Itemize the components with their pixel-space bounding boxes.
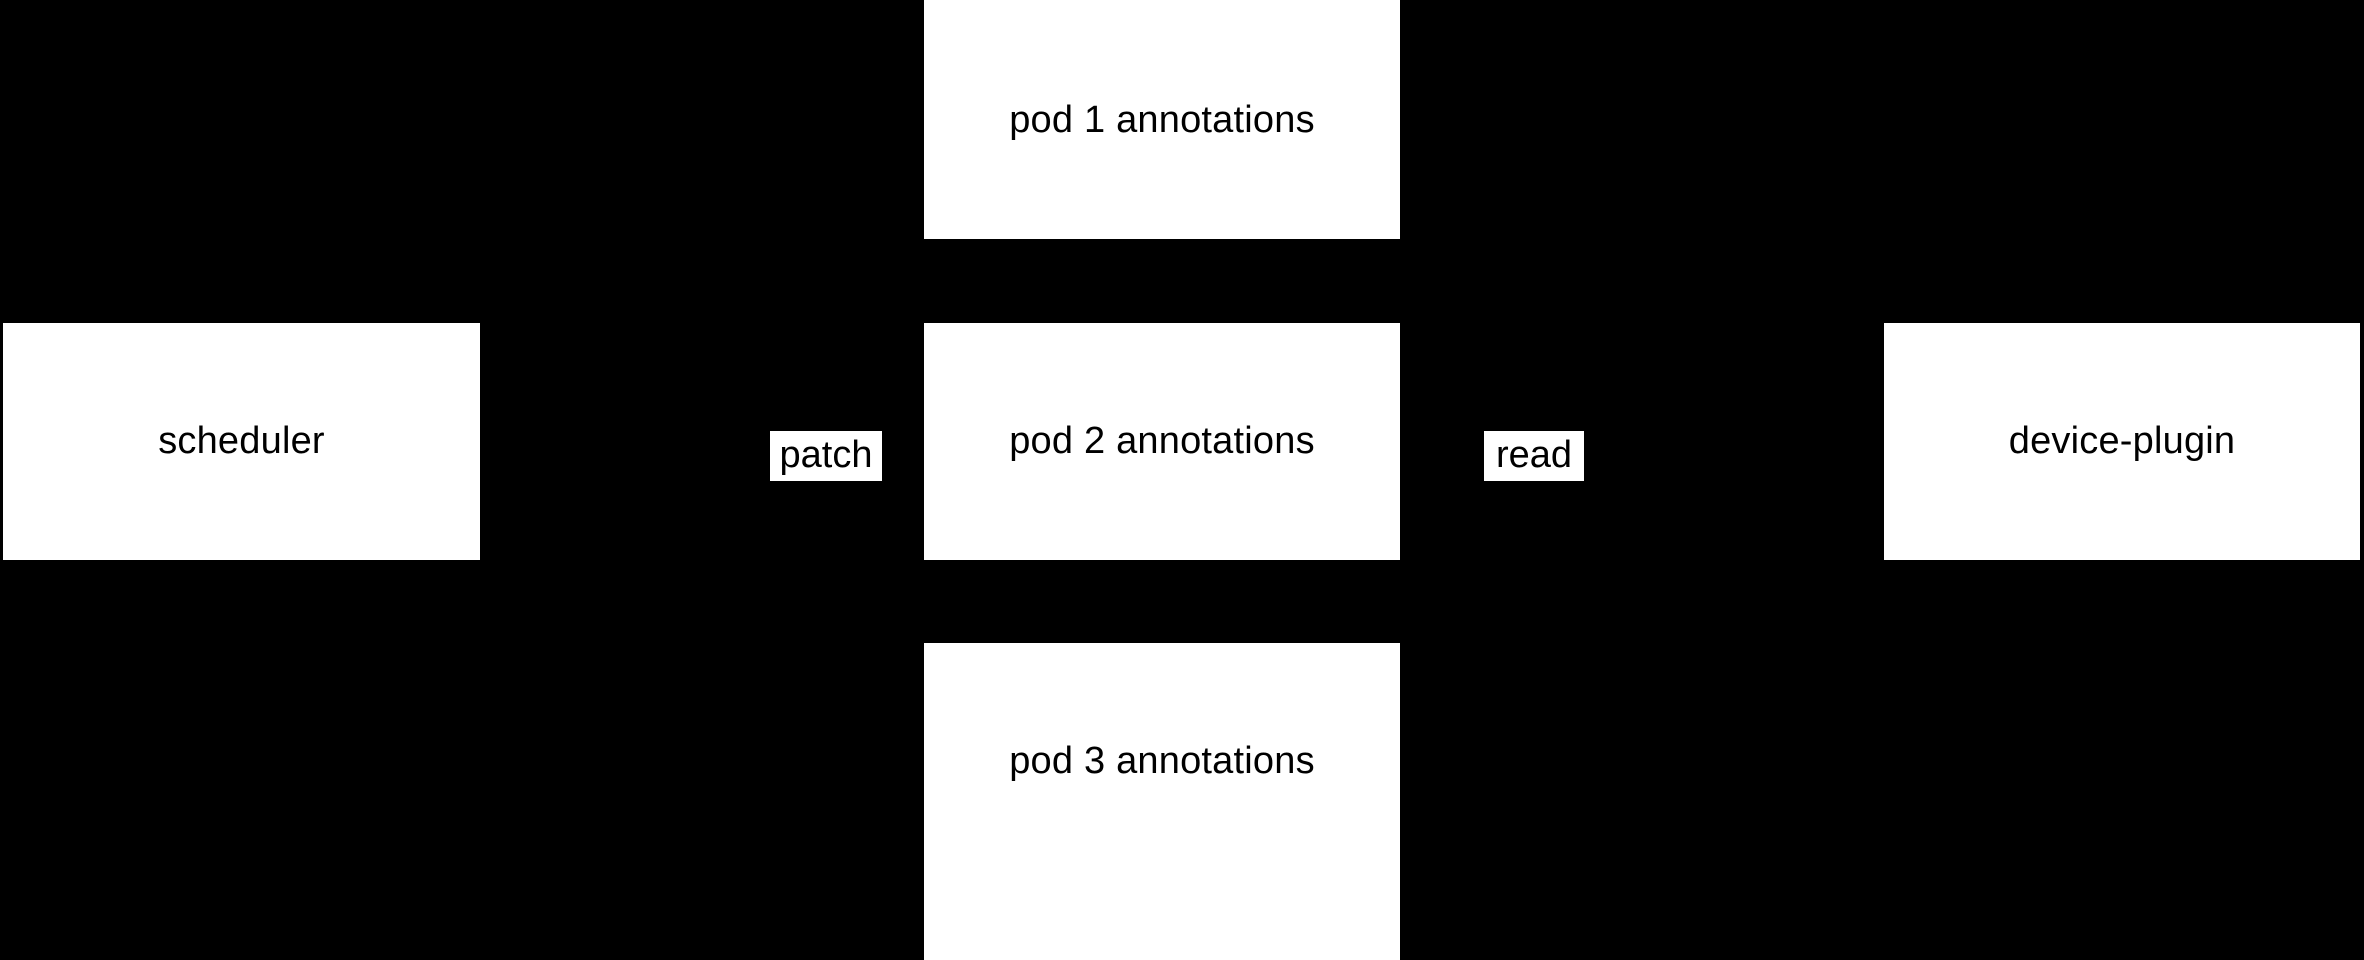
- diagram-canvas: scheduler pod 1 annotations pod 2 annota…: [3, 0, 2360, 960]
- node-pod-3-annotations[interactable]: pod 3 annotations: [924, 643, 1400, 960]
- node-pod-2-annotations[interactable]: pod 2 annotations: [924, 323, 1400, 560]
- node-pod-3-annotations-label: pod 3 annotations: [1009, 739, 1315, 782]
- node-pod-1-annotations-label: pod 1 annotations: [1009, 98, 1315, 141]
- node-device-plugin-label: device-plugin: [2008, 419, 2236, 462]
- node-scheduler[interactable]: scheduler: [3, 323, 480, 560]
- edge-label-patch: patch: [770, 431, 882, 481]
- node-scheduler-label: scheduler: [158, 419, 325, 462]
- edge-label-read: read: [1484, 431, 1584, 481]
- node-pod-2-annotations-label: pod 2 annotations: [1009, 419, 1315, 462]
- node-device-plugin[interactable]: device-plugin: [1884, 323, 2360, 560]
- node-pod-1-annotations[interactable]: pod 1 annotations: [924, 0, 1400, 239]
